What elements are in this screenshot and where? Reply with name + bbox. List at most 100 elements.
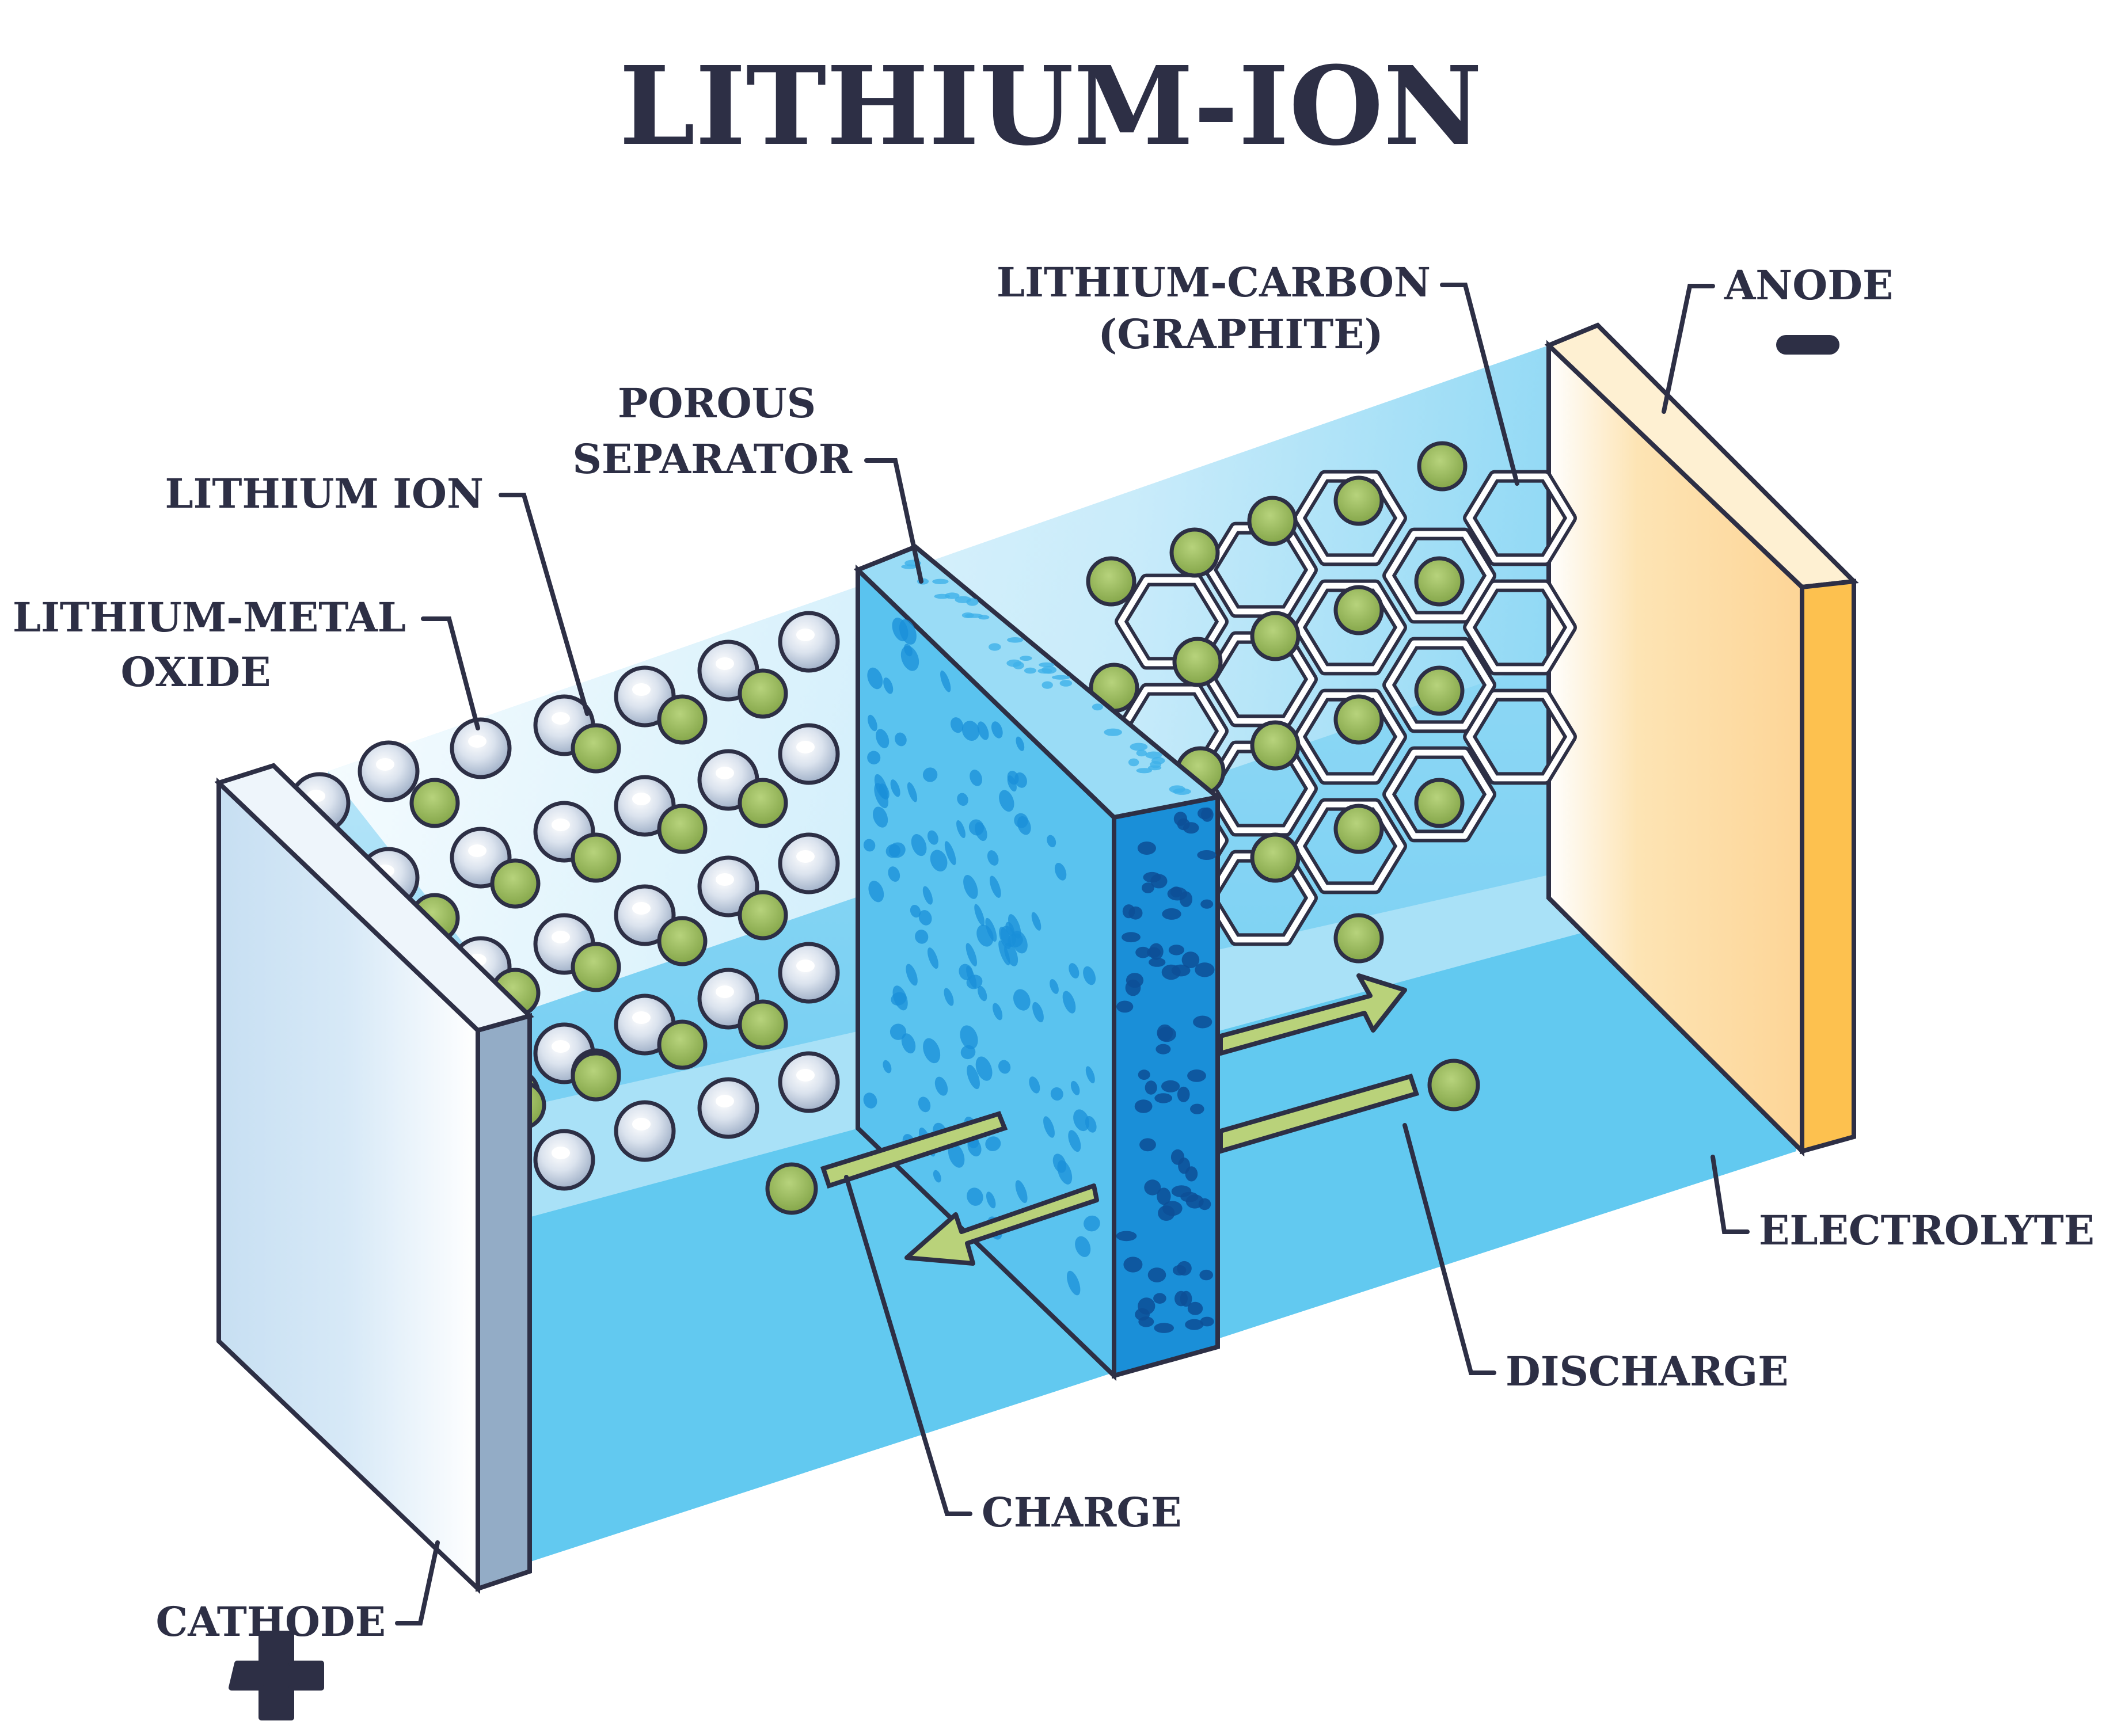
separator-edge-pore [1122, 904, 1135, 919]
leader-charge [844, 1175, 972, 1516]
separator-pore [901, 1033, 916, 1054]
separator-edge-pore [1155, 1044, 1171, 1054]
separator-edge-pore [1153, 1293, 1166, 1304]
ion-flow-arrows [765, 973, 1480, 1266]
separator-top-pore [1128, 758, 1139, 767]
separator-edge-pore [1139, 1138, 1156, 1152]
separator-pore [927, 830, 938, 845]
separator-pore [1084, 1215, 1100, 1232]
separator-pore [867, 667, 883, 690]
separator-edge-pore [1135, 946, 1151, 958]
graphite-hexagon-fill [1466, 583, 1573, 672]
lithium-ion-particle [657, 694, 708, 745]
separator-pore [1057, 1160, 1073, 1185]
separator-pore [876, 729, 890, 748]
separator-edge-pore [1157, 1187, 1171, 1205]
separator-pore [890, 779, 900, 797]
separator-edge-pore [1190, 1103, 1204, 1114]
separator-top-pore [1059, 680, 1073, 687]
lithium-ion-particle [657, 916, 708, 966]
separator-edge-pore [1197, 850, 1217, 860]
particle-highlight [796, 1069, 815, 1082]
separator-pore [892, 985, 908, 1011]
separator-pore [1062, 991, 1076, 1014]
intercalated-lithium-ion [1333, 913, 1384, 964]
separator-pore [1043, 1116, 1055, 1138]
separator-pore [966, 943, 977, 966]
separator-pore [1068, 1130, 1081, 1152]
separator-pore [904, 644, 913, 657]
separator-pore [944, 841, 956, 866]
separator-top-pore [955, 596, 972, 603]
particle-highlight [552, 1147, 570, 1159]
separator-edge-pore [1173, 812, 1187, 826]
separator-pore [940, 670, 951, 692]
separator-pore [927, 947, 939, 969]
particle-highlight [552, 712, 570, 725]
lithium-ion-particle [738, 890, 788, 941]
separator-pore [863, 1092, 877, 1109]
particle-highlight [796, 741, 815, 753]
particle-highlight [552, 818, 570, 831]
separator-pore [968, 819, 985, 836]
particle-highlight [632, 793, 651, 805]
separator-pore [918, 1097, 931, 1113]
label-lithium-ion: LITHIUM ION [165, 470, 484, 517]
separator-pore [987, 850, 999, 866]
cathode-edge [476, 1012, 532, 1592]
separator-top-pore [1148, 765, 1162, 771]
separator-edge-pore [1145, 1080, 1157, 1095]
particle-highlight [376, 758, 394, 771]
graphite-hexagon-fill [1297, 801, 1404, 891]
separator-top-pore [978, 615, 990, 620]
particle-highlight [468, 735, 486, 748]
separator-pore [1067, 1270, 1081, 1296]
charge-bar [820, 1111, 1008, 1189]
separator-edge-pore [1183, 822, 1199, 834]
separator-pore [1047, 835, 1056, 847]
separator-top-pore [1136, 749, 1147, 757]
separator-edge-pore [1161, 1080, 1180, 1092]
separator-pore [883, 677, 894, 694]
graphite-hexagon-fill [1386, 531, 1493, 620]
separator-edge-pore [1187, 1301, 1203, 1315]
leader-lithium-carbon [1440, 283, 1519, 486]
particle-highlight [716, 873, 734, 886]
separator-pore [1054, 862, 1067, 881]
separator-top-pore [1145, 751, 1162, 759]
intercalated-lithium-ion [1417, 441, 1468, 492]
separator-top-pore [1173, 788, 1191, 795]
lithium-ion-particle [409, 778, 460, 828]
graphite-hexagon-fill [1297, 583, 1404, 672]
separator-top-pore [1136, 768, 1153, 774]
label-porous-line2: SEPARATOR [572, 435, 852, 483]
separator-top-pore [1092, 703, 1103, 711]
lithium-ion-particle [571, 723, 621, 774]
separator-edge-pore [1187, 1069, 1206, 1082]
separator-pore [873, 806, 888, 828]
separator-top-pore [1039, 662, 1055, 668]
separator-pore [1073, 1109, 1090, 1132]
separator-edge-pore [1137, 842, 1156, 855]
label-anode: ANODE [1724, 261, 1893, 309]
separator-pore [918, 910, 932, 926]
separator-pore [930, 850, 948, 871]
separator-edge-pore [1161, 964, 1181, 980]
discharge-bar [1218, 1073, 1420, 1155]
separator-pore [986, 1191, 996, 1209]
separator-pore [960, 1025, 978, 1050]
separator-edge-pore [1142, 882, 1154, 893]
particle-highlight [632, 902, 651, 915]
separator-pore [974, 904, 985, 926]
separator-pore [963, 874, 978, 899]
particle-highlight [552, 1040, 570, 1053]
separator-pore [948, 1143, 965, 1168]
metal-oxide-particle [778, 942, 840, 1004]
separator-pore [957, 793, 968, 806]
separator-edge-pore [1150, 874, 1168, 889]
intercalated-lithium-ion [1247, 496, 1298, 546]
separator-top-pore [1024, 667, 1037, 674]
separator-pore [922, 886, 933, 905]
minus-icon [1776, 335, 1839, 355]
